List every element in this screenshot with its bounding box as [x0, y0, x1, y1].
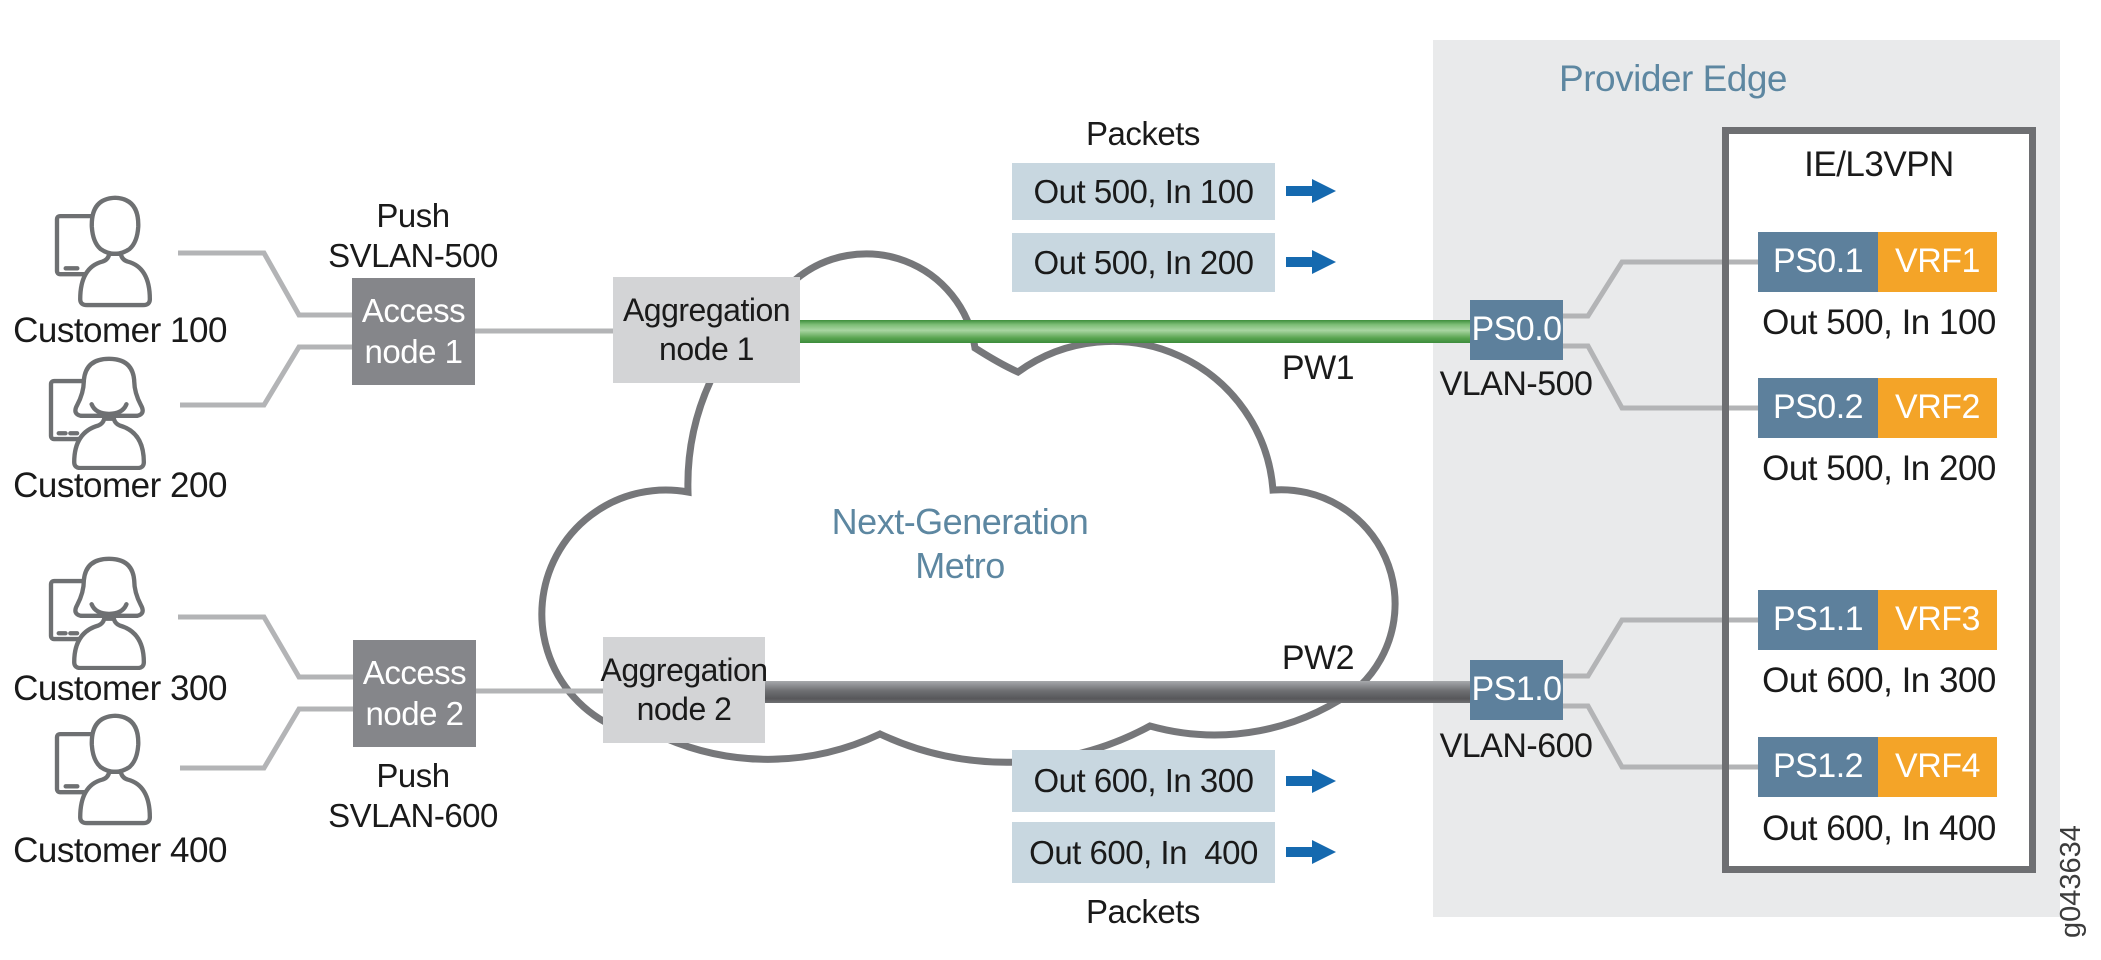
- packet-flow-arrow: [1286, 840, 1336, 864]
- connector-customer-300: [178, 614, 355, 680]
- ie-l3vpn-title: IE/L3VPN: [1804, 145, 1954, 184]
- customer-400-icon: [57, 716, 150, 823]
- pseudowire-pw2-line: [760, 681, 1475, 703]
- packet-label: Out 600, In 400: [1012, 822, 1275, 883]
- packet-label: Out 600, In 300: [1012, 750, 1275, 812]
- packet-label: Out 500, In 200: [1012, 233, 1275, 292]
- traffic-label: Out 600, In 300: [1762, 661, 1996, 700]
- vrf2-box: VRF2: [1878, 378, 1997, 438]
- customer-label: Customer 300: [13, 669, 227, 708]
- connector-ps00-ps02: [1563, 343, 1762, 411]
- packet-flow-arrow: [1286, 250, 1336, 274]
- connector-customer-100: [178, 250, 354, 318]
- push-svlan-label: Push SVLAN-600: [328, 757, 498, 835]
- vlan-500-label: VLAN-500: [1439, 365, 1593, 403]
- customer-200-icon: [51, 359, 144, 468]
- connector-customer-400: [180, 706, 355, 771]
- connector-ps10-ps12: [1563, 703, 1762, 770]
- packets-title-bottom: Packets: [1086, 893, 1200, 930]
- packet-flow-arrow: [1286, 769, 1336, 793]
- customer-label: Customer 100: [13, 311, 227, 350]
- ps1-0-box: PS1.0: [1470, 660, 1563, 720]
- aggregation-node-2: Aggregation node 2: [600, 637, 768, 743]
- ps0-0-box: PS0.0: [1470, 300, 1563, 360]
- pw1-label: PW1: [1281, 349, 1355, 387]
- connector-customer-200: [180, 344, 354, 408]
- packet-flow-arrow: [1286, 179, 1336, 203]
- customer-label: Customer 400: [13, 831, 227, 870]
- vrf3-box: VRF3: [1878, 590, 1997, 650]
- traffic-label: Out 500, In 100: [1762, 303, 1996, 342]
- packets-title-top: Packets: [1086, 115, 1200, 152]
- traffic-label: Out 500, In 200: [1762, 449, 1996, 488]
- packet-label: Out 500, In 100: [1012, 163, 1275, 220]
- ps0-2-box: PS0.2: [1758, 378, 1878, 438]
- vrf4-box: VRF4: [1878, 737, 1997, 797]
- connector-ps00-ps01: [1563, 259, 1762, 319]
- vrf1-box: VRF1: [1878, 232, 1997, 292]
- ps1-1-box: PS1.1: [1758, 590, 1878, 650]
- vlan-600-label: VLAN-600: [1439, 727, 1593, 765]
- customer-100-icon: [57, 198, 150, 305]
- aggregation-node-1: Aggregation node 1: [613, 277, 800, 383]
- connector-ps10-ps11: [1563, 617, 1762, 679]
- access-node-1: Access node 1: [352, 278, 475, 385]
- push-svlan-label: Push SVLAN-500: [328, 197, 498, 275]
- access-node-2: Access node 2: [353, 640, 476, 747]
- ps1-2-box: PS1.2: [1758, 737, 1878, 797]
- ps0-1-box: PS0.1: [1758, 232, 1878, 292]
- pseudowire-pw1-line: [795, 320, 1475, 343]
- customer-label: Customer 200: [13, 466, 227, 505]
- provider-edge-title: Provider Edge: [1559, 58, 1787, 99]
- pw2-label: PW2: [1281, 639, 1355, 677]
- customer-300-icon: [51, 559, 144, 668]
- traffic-label: Out 600, In 400: [1762, 809, 1996, 848]
- cloud-label: Next-Generation Metro: [831, 501, 1089, 586]
- figure-id: g043634: [2055, 825, 2087, 938]
